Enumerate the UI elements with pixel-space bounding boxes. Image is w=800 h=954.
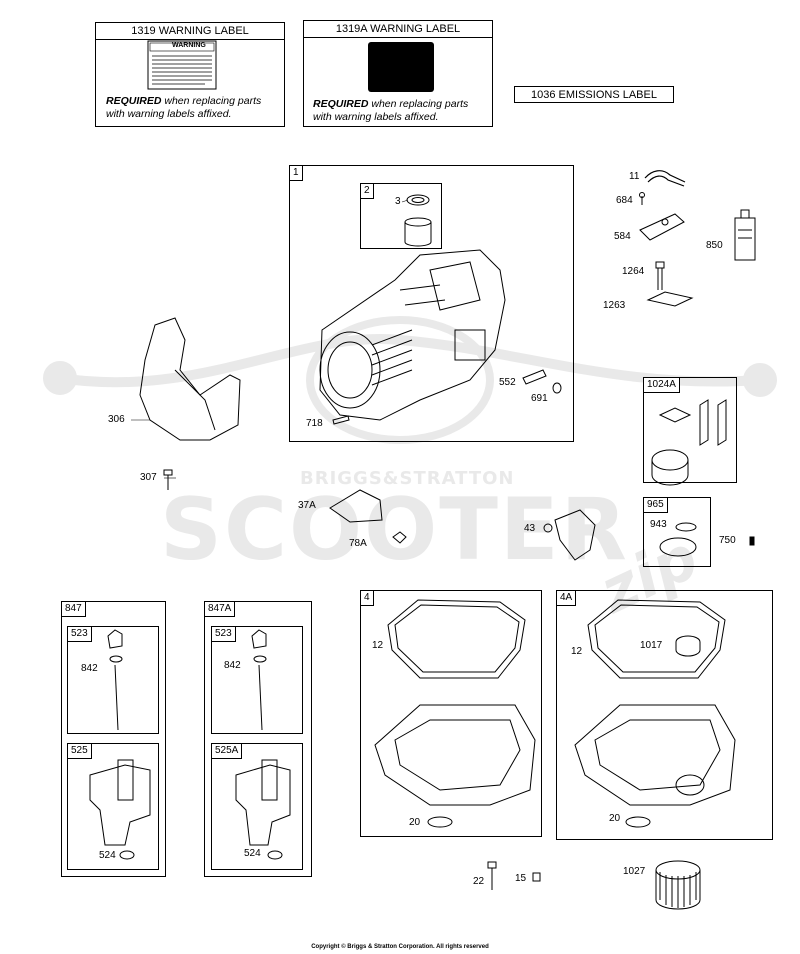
- group-tag: 525A: [212, 744, 243, 759]
- part-label-943: 943: [650, 519, 667, 530]
- group-tag: 847A: [205, 602, 236, 617]
- part-label-750: 750: [719, 535, 736, 546]
- dipstick-tube-icon: [89, 759, 291, 860]
- part-label-20: 20: [609, 813, 621, 824]
- part-label-718: 718: [306, 418, 323, 429]
- leader-lines: [131, 199, 409, 479]
- screw-307-icon: [163, 469, 173, 490]
- breather-tube-icon: [644, 170, 686, 187]
- part-label-691: 691: [531, 393, 548, 404]
- group-box-847A: 847A: [204, 601, 312, 877]
- group-tag: 965: [644, 498, 668, 513]
- black-label-icon: [368, 42, 434, 92]
- breather-cover-icon: [639, 213, 685, 241]
- part-label-684: 684: [616, 195, 633, 206]
- group-box-525: 525: [67, 743, 159, 870]
- required-word: REQUIRED: [106, 95, 162, 107]
- air-guide-icon: [139, 317, 241, 441]
- required-line2: with warning labels affixed.: [106, 108, 232, 120]
- group-tag: 2: [361, 184, 374, 199]
- oil-filter-icon: [655, 860, 701, 910]
- part-label-306: 306: [108, 414, 125, 425]
- part-label-12: 12: [571, 646, 583, 657]
- watermark-brand: BRIGGS&STRATTON: [300, 468, 515, 489]
- part-label-22: 22: [473, 876, 485, 887]
- group-tag: 4: [361, 591, 374, 606]
- part-label-850: 850: [706, 240, 723, 251]
- required-word: REQUIRED: [313, 98, 369, 110]
- required-note: REQUIRED when replacing parts with warni…: [313, 98, 468, 124]
- group-tag: 1024A: [644, 378, 680, 393]
- part-label-1027: 1027: [623, 866, 646, 877]
- group-box-4A: 4A: [556, 590, 773, 840]
- part-label-20: 20: [409, 817, 421, 828]
- sticker-title: WARNING: [172, 42, 206, 49]
- oil-pump-43-icon: [543, 509, 596, 561]
- group-box-965: 965: [643, 497, 711, 567]
- watermark-word: SCOOTER: [160, 480, 629, 580]
- gasket-12-icon: [387, 599, 726, 679]
- pump-cover-icon: [659, 522, 755, 557]
- required-rest: when replacing parts: [368, 98, 469, 110]
- dipstick-icon: [107, 629, 267, 731]
- part-label-524: 524: [244, 848, 261, 859]
- cylinder-liner-icon: [404, 194, 432, 247]
- part-label-552: 552: [499, 377, 516, 388]
- warning-label-box-1319A: 1319A WARNING LABEL REQUIRED when replac…: [303, 20, 493, 127]
- part-label-3: 3: [395, 196, 401, 207]
- part-label-15: 15: [515, 873, 527, 884]
- part-label-584: 584: [614, 231, 631, 242]
- group-tag: 1: [290, 166, 303, 181]
- copyright-notice: Copyright © Briggs & Stratton Corporatio…: [311, 944, 489, 950]
- engine-block-icon: [319, 249, 506, 421]
- dowel-pins-icon: [332, 369, 562, 425]
- required-line2: with warning labels affixed.: [313, 111, 439, 123]
- group-box-525A: 525A: [211, 743, 303, 870]
- group-tag: 525: [68, 744, 92, 759]
- part-label-12: 12: [372, 640, 384, 651]
- warning-sticker-icon: [147, 40, 217, 90]
- part-label-1017: 1017: [640, 640, 663, 651]
- part-label-842: 842: [224, 660, 241, 671]
- part-label-78A: 78A: [349, 538, 367, 549]
- part-label-43: 43: [524, 523, 536, 534]
- group-box-1: 1: [289, 165, 574, 442]
- group-box-4: 4: [360, 590, 542, 837]
- group-tag: 523: [68, 627, 92, 642]
- group-box-523b: 523: [211, 626, 303, 734]
- part-label-524: 524: [99, 850, 116, 861]
- crankcase-sump-icon: [374, 635, 736, 828]
- label-title: 1319A WARNING LABEL: [304, 21, 492, 38]
- part-label-37A: 37A: [298, 500, 316, 511]
- group-tag: 523: [212, 627, 236, 642]
- group-box-847: 847: [61, 601, 166, 877]
- group-tag: 4A: [557, 591, 577, 606]
- warning-label-box-1319: 1319 WARNING LABEL WARNING REQUIRED when…: [95, 22, 285, 127]
- part-label-1264: 1264: [622, 266, 645, 277]
- group-tag: 847: [62, 602, 86, 617]
- emissions-label-box: 1036 EMISSIONS LABEL: [514, 86, 674, 103]
- required-rest: when replacing parts: [161, 95, 262, 107]
- group-box-1024A: 1024A: [643, 377, 737, 483]
- screw-684-icon: [639, 192, 645, 205]
- group-box-2: 2: [360, 183, 442, 249]
- sealant-tube-icon: [734, 209, 756, 261]
- bolt-1264-icon: [655, 261, 665, 290]
- label-title: 1319 WARNING LABEL: [96, 23, 284, 40]
- oil-pump-rotor-icon: [651, 399, 727, 486]
- required-note: REQUIRED when replacing parts with warni…: [106, 95, 261, 121]
- part-label-1263: 1263: [603, 300, 626, 311]
- part-label-842: 842: [81, 663, 98, 674]
- bolt-22-icon: [487, 861, 541, 890]
- part-label-307: 307: [140, 472, 157, 483]
- bracket-37A-icon: [329, 489, 407, 544]
- gasket-1263-icon: [646, 291, 694, 307]
- group-box-523a: 523: [67, 626, 159, 734]
- part-label-11: 11: [629, 171, 640, 182]
